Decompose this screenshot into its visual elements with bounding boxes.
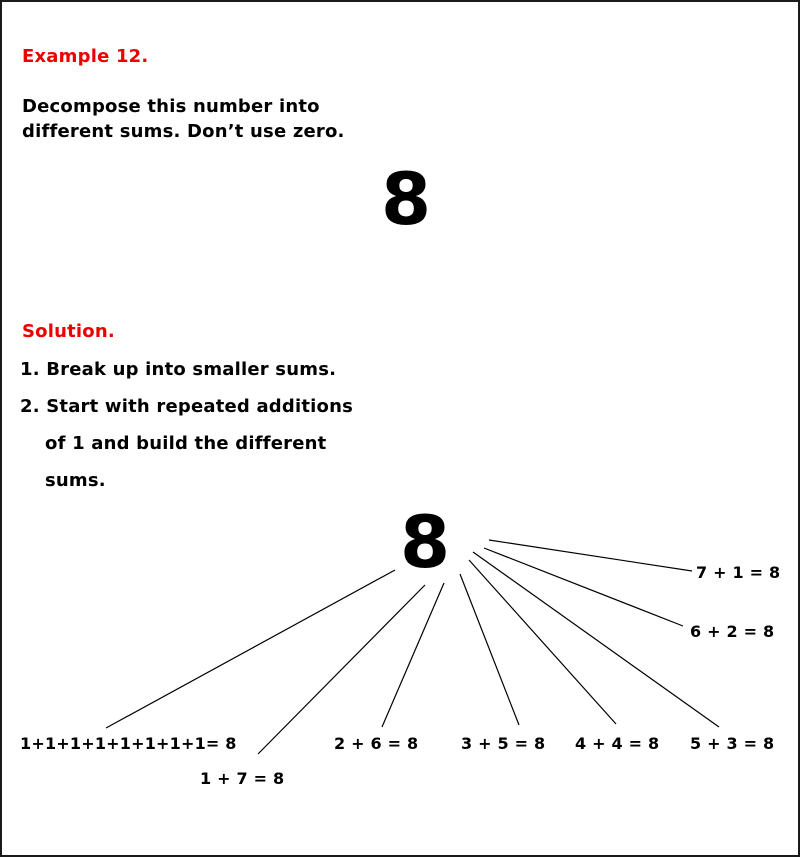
- sum-5-3: 5 + 3 = 8: [690, 734, 775, 753]
- step-2-cont-1: of 1 and build the different: [45, 433, 327, 454]
- sum-7-1: 7 + 1 = 8: [696, 563, 781, 582]
- line-to-sum-4: [459, 573, 520, 726]
- solution-title: Solution.: [22, 321, 115, 342]
- line-to-sum-6: [472, 551, 720, 728]
- target-number: 8: [381, 157, 432, 241]
- line-to-sum-5: [468, 559, 617, 725]
- prompt-line-1: Decompose this number into: [22, 96, 320, 117]
- line-to-sum-1: [105, 569, 396, 729]
- step-1: 1. Break up into smaller sums.: [20, 359, 337, 380]
- line-to-sum-8: [488, 539, 693, 572]
- line-to-sum-7: [483, 547, 684, 627]
- prompt-line-2: different sums. Don’t use zero.: [22, 121, 345, 142]
- step-2-cont-2: sums.: [45, 470, 106, 491]
- example-title: Example 12.: [22, 46, 149, 67]
- root-number: 8: [400, 500, 451, 584]
- sum-2-6: 2 + 6 = 8: [334, 734, 419, 753]
- line-to-sum-3: [381, 582, 445, 728]
- sum-6-2: 6 + 2 = 8: [690, 622, 775, 641]
- sum-ones: 1+1+1+1+1+1+1+1= 8: [20, 734, 237, 753]
- sum-4-4: 4 + 4 = 8: [575, 734, 660, 753]
- sum-1-7: 1 + 7 = 8: [200, 769, 285, 788]
- sum-3-5: 3 + 5 = 8: [461, 734, 546, 753]
- line-to-sum-2: [257, 584, 426, 755]
- step-2: 2. Start with repeated additions: [20, 396, 354, 417]
